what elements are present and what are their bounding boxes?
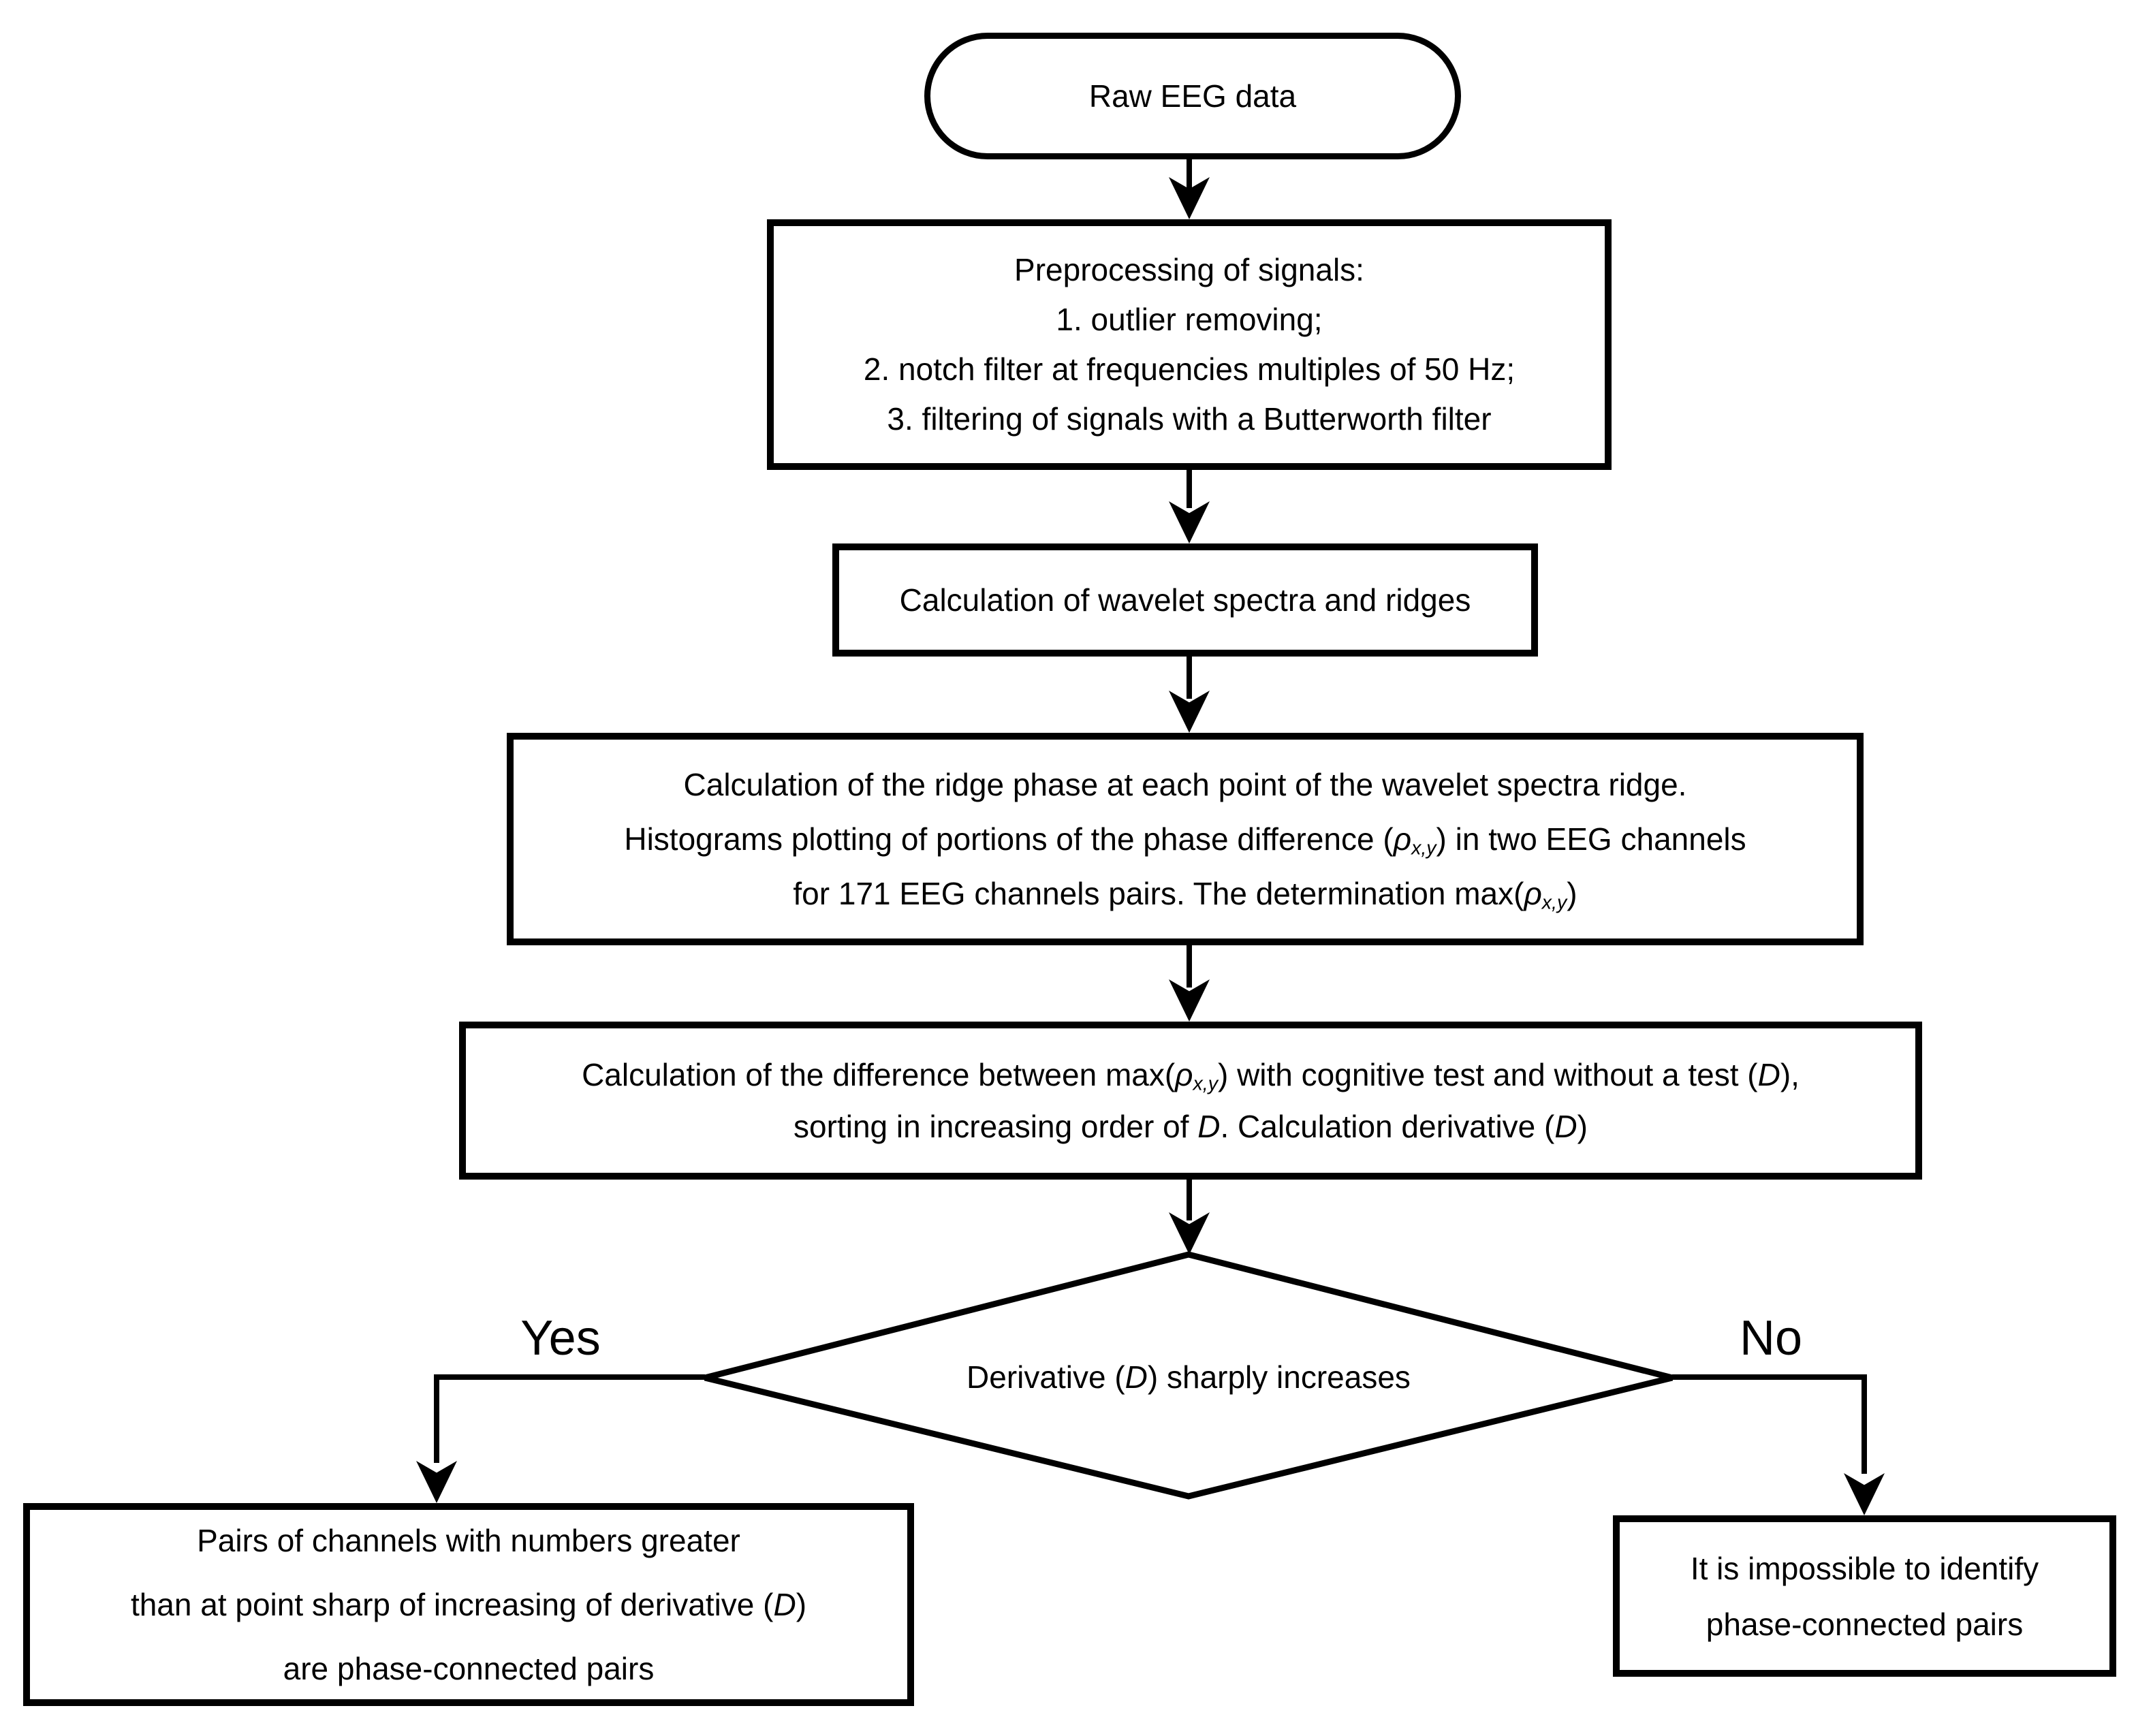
node-label: Raw EEG data: [1088, 78, 1297, 114]
branch-label-yes: Yes: [520, 1311, 601, 1366]
branch-label-no: No: [1739, 1311, 1803, 1366]
connector-line: [1187, 943, 1192, 988]
arrowhead-down-icon: [416, 1461, 457, 1503]
node-decision-diamond: [704, 1251, 1674, 1500]
text-line: 3. filtering of signals with a Butterwor…: [887, 401, 1492, 437]
node-preprocessing: Preprocessing of signals: 1. outlier remo…: [767, 219, 1612, 470]
text-line: than at point sharp of increasing of der…: [130, 1587, 807, 1622]
connector-line: [1187, 654, 1192, 699]
node-impossible-to-identify: It is impossible to identify phase-connec…: [1613, 1515, 2116, 1677]
connector-line: [1672, 1374, 1867, 1380]
text-line: for 171 EEG channels pairs. The determin…: [793, 876, 1577, 914]
node-difference-calculation: Calculation of the difference between ma…: [459, 1022, 1922, 1180]
node-phase-connected-pairs: Pairs of channels with numbers greater th…: [23, 1503, 914, 1706]
decision-diamond-shape: [704, 1251, 1674, 1500]
text-line: It is impossible to identify: [1690, 1550, 2039, 1586]
node-raw-eeg-data: Raw EEG data: [924, 33, 1461, 159]
text-line: are phase-connected pairs: [283, 1651, 655, 1686]
text-line: Pairs of channels with numbers greater: [197, 1523, 740, 1558]
text-line: phase-connected pairs: [1706, 1606, 2024, 1642]
connector-line: [434, 1374, 439, 1463]
node-wavelet-spectra: Calculation of wavelet spectra and ridge…: [832, 543, 1538, 657]
text-line: Calculation of the ridge phase at each p…: [683, 767, 1687, 802]
text-line: 1. outlier removing;: [1056, 302, 1323, 337]
text-line: Histograms plotting of portions of the p…: [624, 821, 1746, 859]
text-line: sorting in increasing order of D. Calcul…: [794, 1109, 1588, 1144]
connector-line: [1187, 157, 1192, 191]
connector-line: [1187, 467, 1192, 508]
text-line: Preprocessing of signals:: [1014, 252, 1364, 287]
text-line: Calculation of the difference between ma…: [582, 1057, 1800, 1095]
connector-line: [1187, 1177, 1192, 1220]
node-ridge-phase: Calculation of the ridge phase at each p…: [507, 733, 1864, 945]
text-line: Derivative (D) sharply increases: [967, 1359, 1411, 1395]
text-line: 2. notch filter at frequencies multiples…: [863, 351, 1515, 387]
arrowhead-down-icon: [1844, 1473, 1885, 1515]
connector-line: [434, 1374, 705, 1380]
text-line: Calculation of wavelet spectra and ridge…: [899, 582, 1471, 618]
decision-label: Derivative (D) sharply increases: [773, 1295, 1604, 1459]
connector-line: [1862, 1374, 1867, 1474]
